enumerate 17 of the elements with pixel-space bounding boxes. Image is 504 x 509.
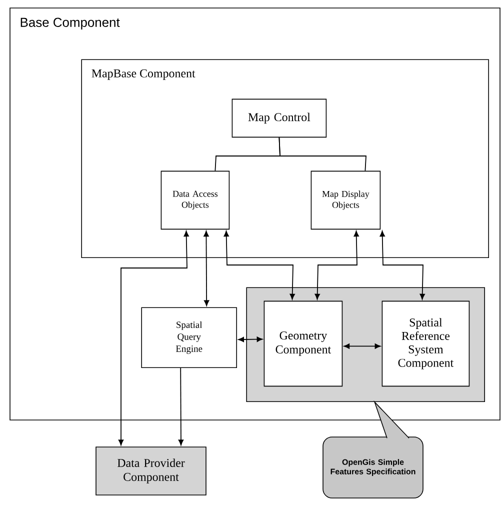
callout-tail [374,400,410,438]
connector-line [278,137,366,172]
arrow [224,230,295,300]
arrow [118,230,189,446]
arrow [314,230,359,300]
arrow [204,230,210,306]
arrow [380,230,425,300]
process-box: Geometry Component [264,300,343,387]
process-box: Data Provider Component [96,446,206,496]
process-box: Map Display Objects [310,170,381,230]
arrow [238,336,263,342]
process-box: Spatial Reference System Component [382,300,470,387]
arrow [178,368,184,446]
process-box: Spatial Query Engine [141,307,237,368]
process-box: Data Access Objects [160,170,230,230]
arrow [344,344,381,349]
process-box: Map Control [232,98,327,138]
